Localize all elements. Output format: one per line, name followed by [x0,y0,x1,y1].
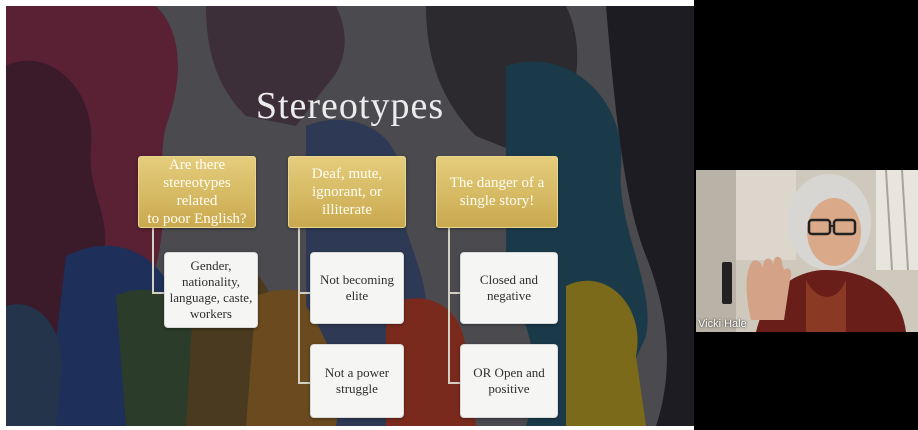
column-3-item-1: Closed and negative [460,252,558,324]
connector-line [448,382,460,384]
connector-line [298,226,300,384]
column-header-2: Deaf, mute, ignorant, or illiterate [288,156,406,228]
connector-line [298,382,310,384]
column-header-3-text: The danger of a single story! [449,175,545,209]
connector-line [448,226,450,384]
connector-line [448,292,460,294]
column-2-item-1: Not becoming elite [310,252,404,324]
connector-line [152,226,154,294]
column-1-item-1: Gender, nationality, language, caste, wo… [164,252,258,328]
connector-line [152,292,164,294]
slide-title: Stereotypes [255,85,445,127]
column-2-item-1-text: Not becoming elite [319,272,394,303]
column-3-item-1-text: Closed and negative [479,272,539,303]
column-header-1-text: Are there stereotypes related to poor En… [147,157,247,227]
column-1-item-1-text: Gender, nationality, language, caste, wo… [169,258,253,321]
column-2-item-2-text: Not a power struggle [324,365,390,396]
column-header-1: Are there stereotypes related to poor En… [138,156,256,228]
connector-line [298,292,310,294]
column-3-item-2: OR Open and positive [460,344,558,418]
participant-name-label: Vicki Hale [698,318,747,330]
participant-video-tile[interactable]: Vicki Hale [696,170,918,332]
column-3-item-2-text: OR Open and positive [473,365,545,396]
column-header-2-text: Deaf, mute, ignorant, or illiterate [311,166,383,218]
column-2-item-2: Not a power struggle [310,344,404,418]
participant-video-feed [696,170,918,332]
column-header-3: The danger of a single story! [436,156,558,228]
shared-screen-slide: Stereotypes Are there stereotypes relate… [6,6,694,426]
